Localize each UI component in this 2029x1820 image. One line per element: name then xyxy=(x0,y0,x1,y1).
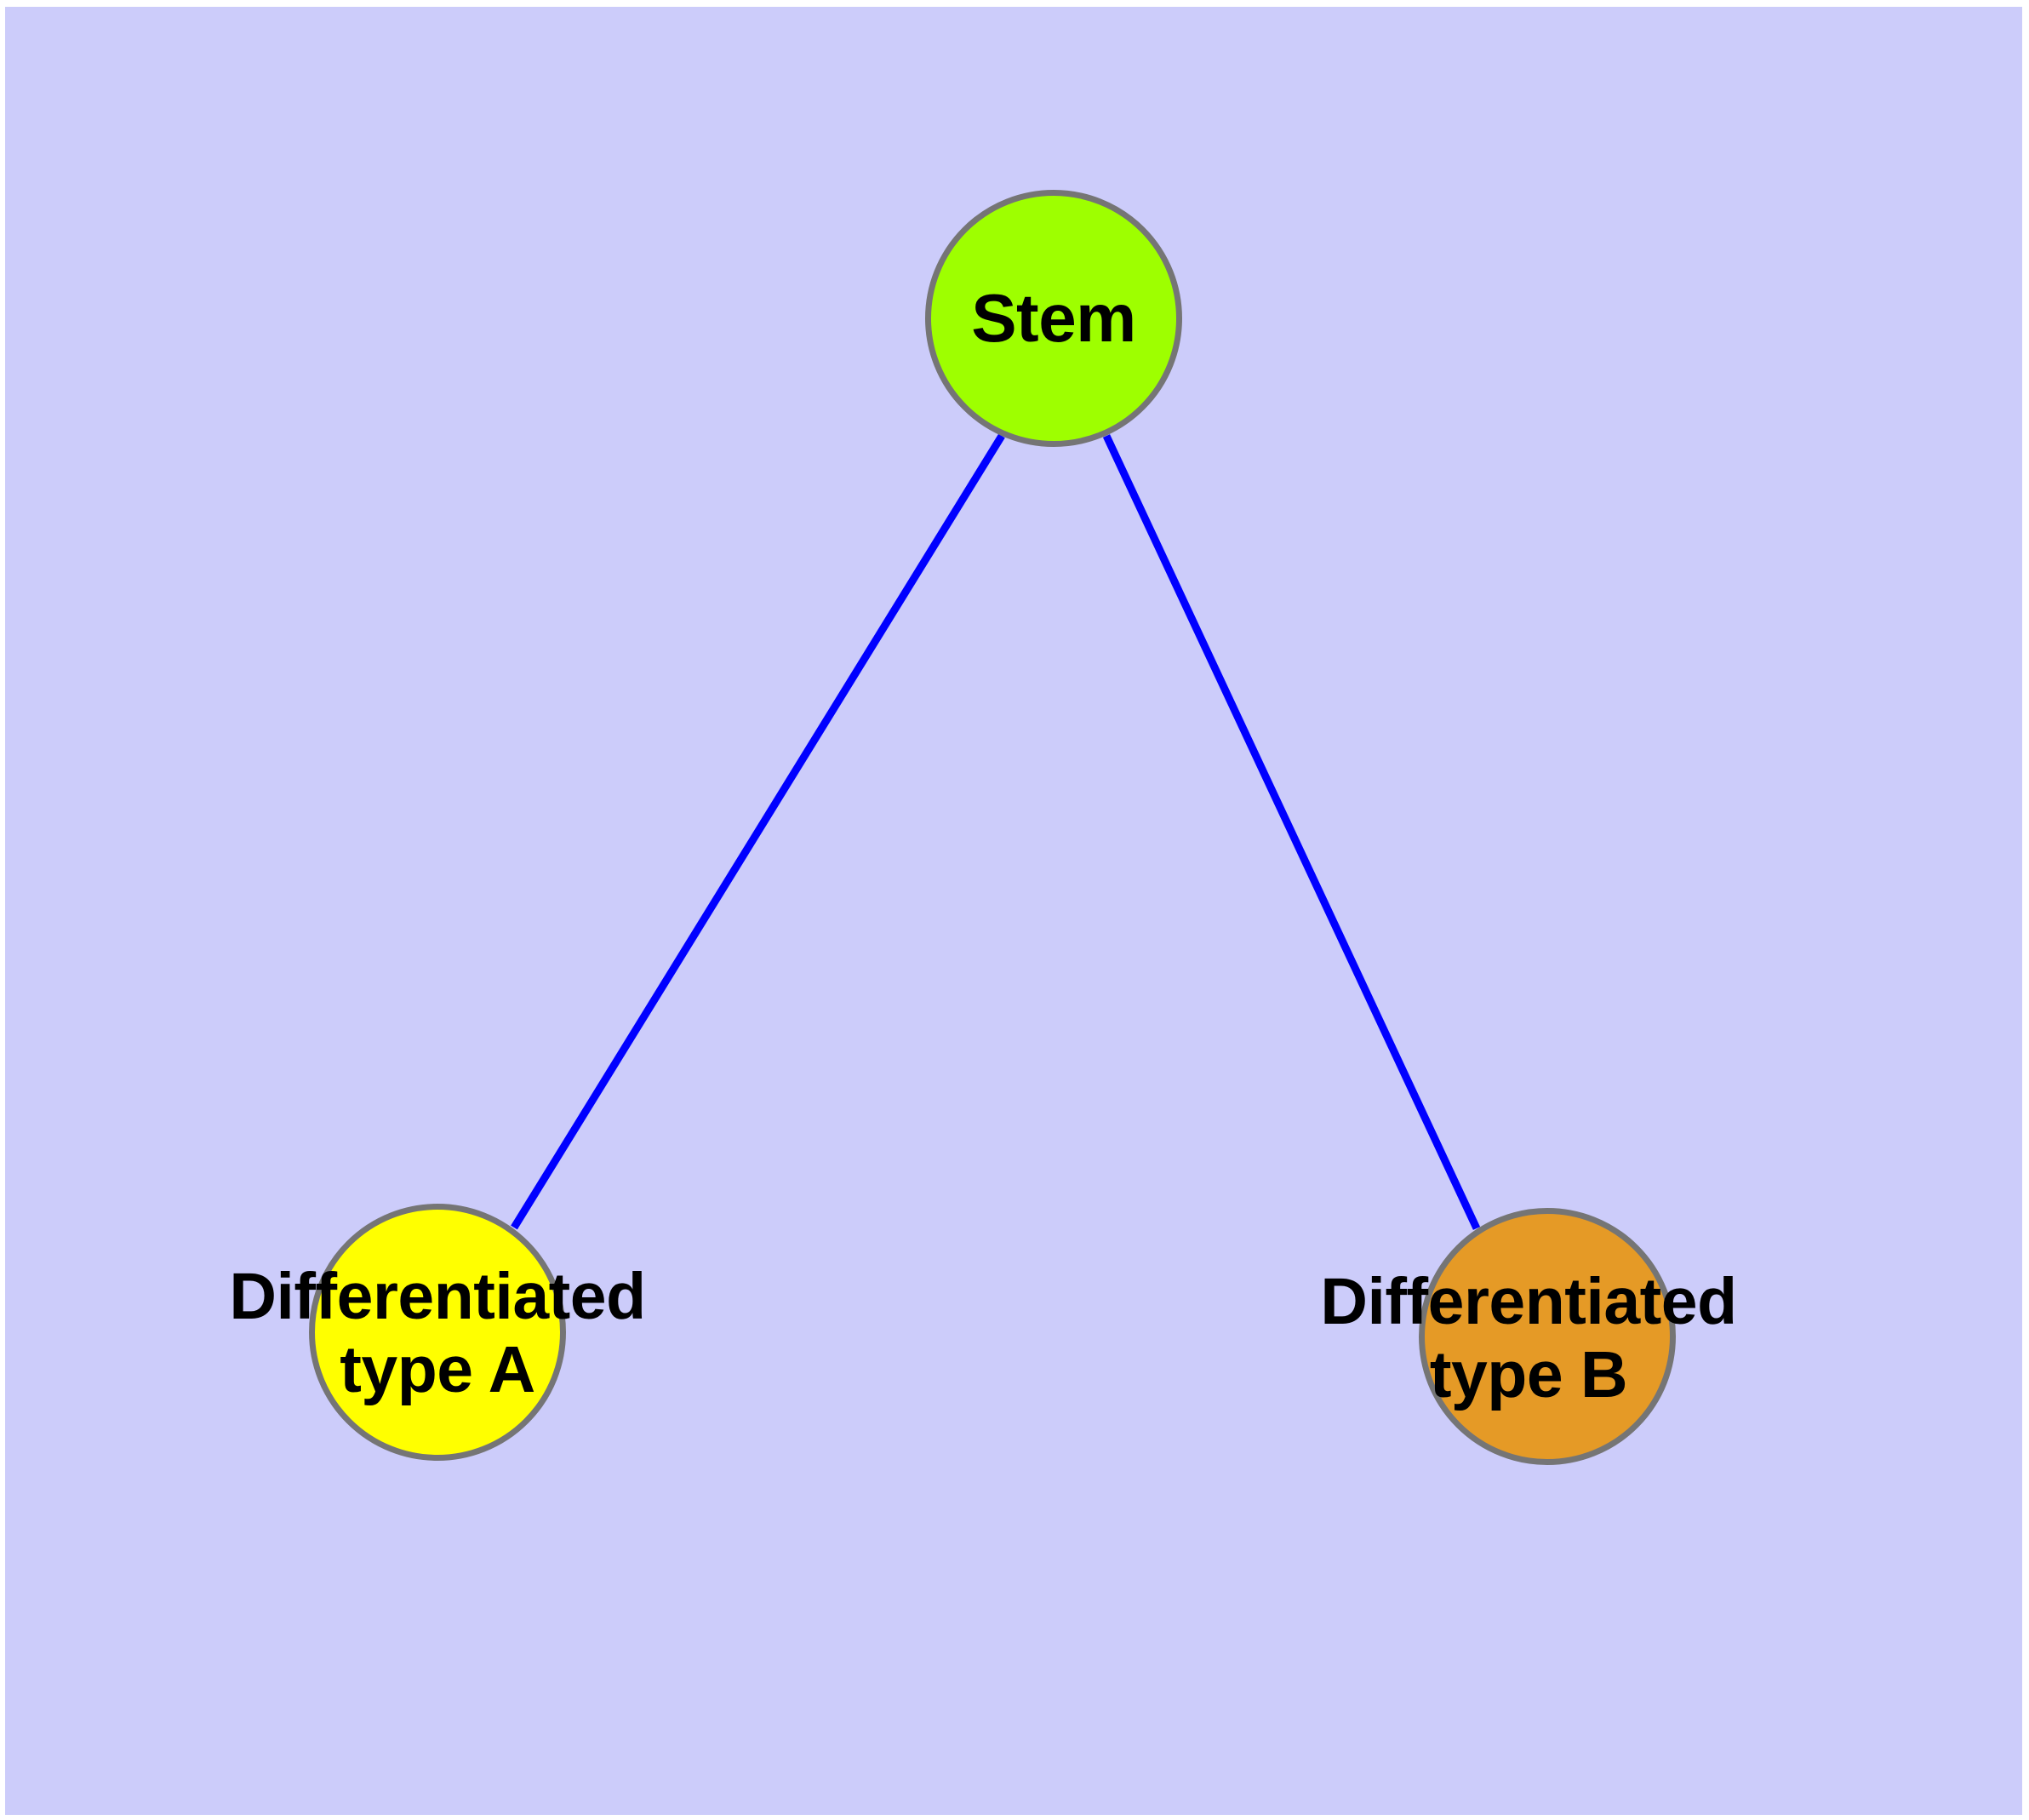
node-label-differentiated-type-a: Differentiated type A xyxy=(229,1259,646,1406)
node-label-type-a-line-1: Differentiated xyxy=(229,1259,646,1333)
node-label-type-b-line-2: type B xyxy=(1429,1338,1628,1411)
node-label-stem-line-1: Stem xyxy=(971,280,1136,357)
node-label-type-b-line-1: Differentiated xyxy=(1320,1264,1737,1338)
node-label-type-a-line-2: type A xyxy=(340,1333,535,1406)
edge-stem-to-type-a xyxy=(511,433,1005,1230)
node-differentiated-type-a[interactable] xyxy=(309,1204,566,1461)
node-label-stem: Stem xyxy=(971,280,1136,357)
node-label-differentiated-type-b: Differentiated type B xyxy=(1320,1264,1737,1411)
node-stem[interactable] xyxy=(925,190,1182,447)
node-differentiated-type-b[interactable] xyxy=(1419,1208,1676,1465)
edge-stem-to-type-b xyxy=(1102,434,1481,1230)
